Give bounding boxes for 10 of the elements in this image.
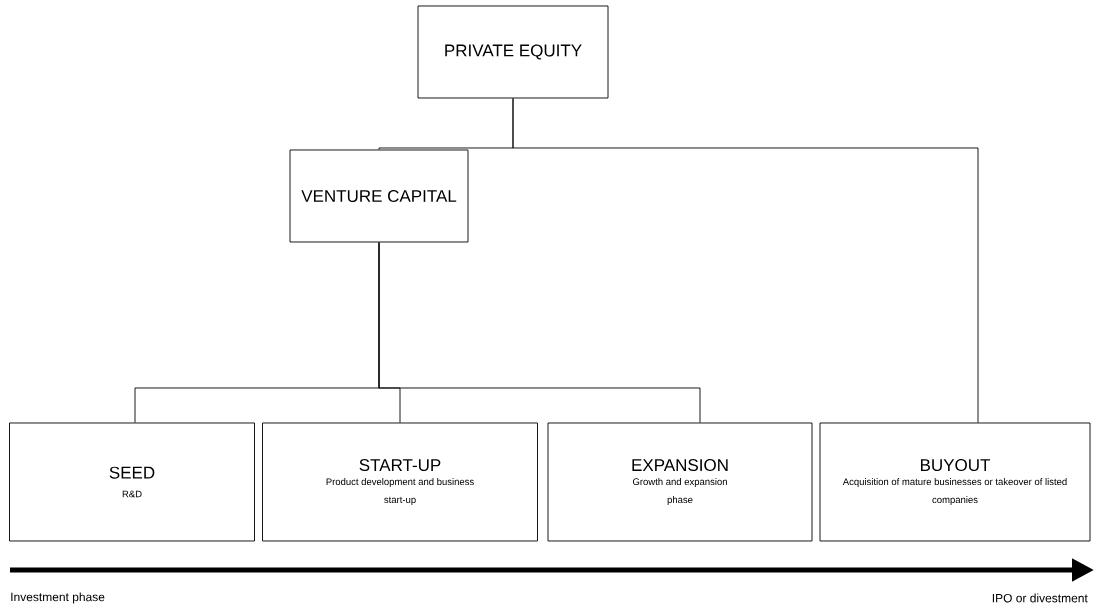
axis-label: IPO or divestment bbox=[992, 593, 1088, 603]
box: PRIVATE EQUITY bbox=[417, 5, 609, 99]
connector bbox=[512, 98, 979, 423]
box: SEED R&D bbox=[9, 422, 255, 542]
box: VENTURE CAPITAL bbox=[289, 149, 469, 243]
box: START-UP Product development and business start-up bbox=[262, 422, 538, 542]
axis-label: Investment phase bbox=[11, 592, 105, 604]
box: EXPANSION Growth and expansion phase bbox=[547, 422, 813, 542]
connector bbox=[378, 242, 701, 423]
box: BUYOUT Acquisition of mature businesses or takeover of listed companies bbox=[819, 422, 1091, 542]
